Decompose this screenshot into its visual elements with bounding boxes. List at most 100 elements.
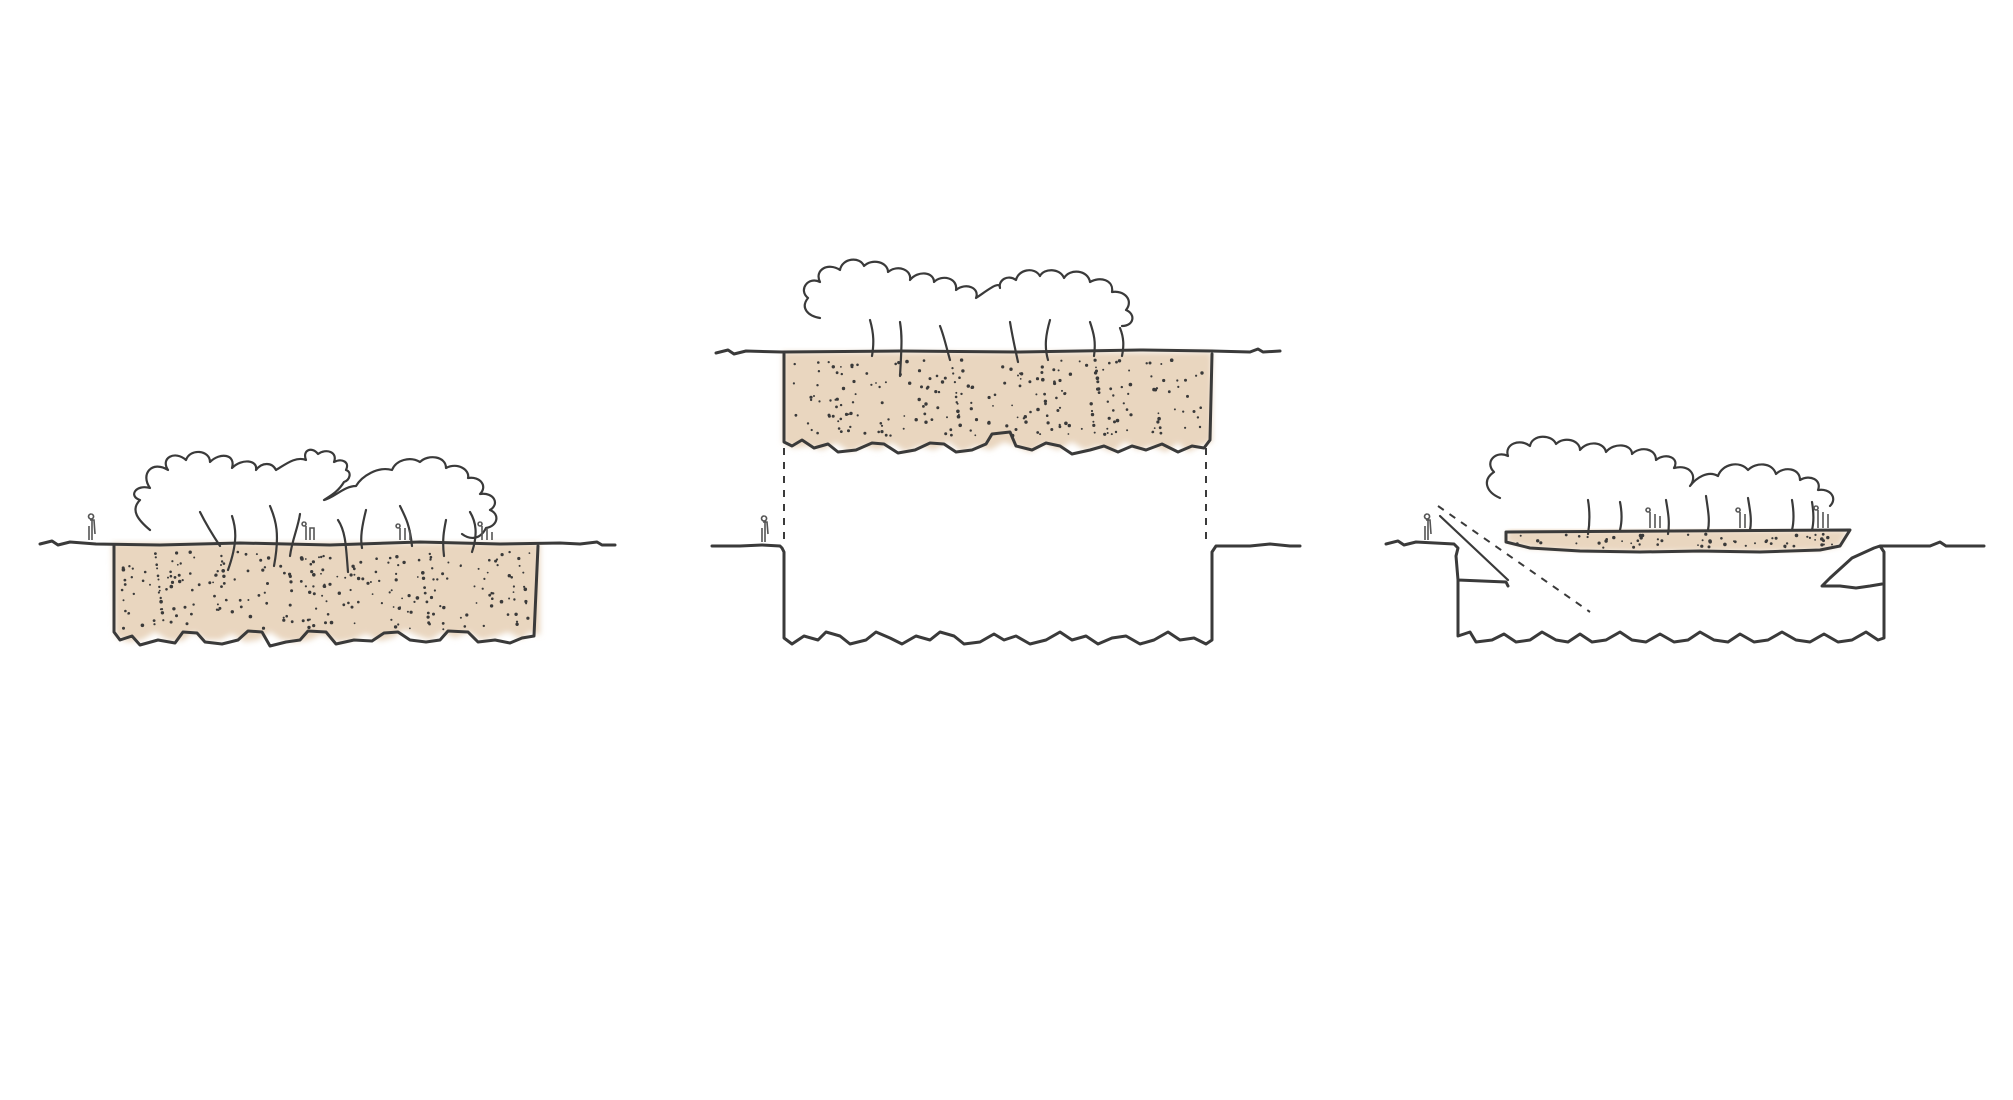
soil-texture-dot: [887, 418, 890, 421]
soil-texture-dot: [925, 386, 929, 390]
soil-texture-dot: [1754, 542, 1756, 545]
panel-1-tree-canopy: [133, 448, 498, 540]
soil-texture-dot: [230, 610, 234, 614]
soil-texture-dot: [220, 564, 222, 566]
soil-texture-dot: [1056, 409, 1060, 412]
soil-texture-dot: [337, 591, 341, 595]
soil-texture-dot: [809, 395, 813, 399]
soil-texture-dot: [395, 572, 398, 576]
panel-2-human-figure: [760, 515, 769, 542]
soil-texture-dot: [177, 573, 181, 577]
panel-2-tree-canopy: [802, 258, 1134, 328]
soil-texture-dot: [897, 361, 901, 365]
soil-texture-dot: [375, 557, 378, 560]
soil-texture-dot: [1199, 406, 1202, 410]
soil-texture-dot: [508, 597, 511, 600]
soil-texture-dot: [512, 585, 516, 588]
soil-texture-dot: [353, 622, 356, 625]
soil-texture-dot: [486, 571, 489, 574]
soil-texture-dot: [1097, 391, 1101, 394]
soil-texture-dot: [1167, 390, 1171, 394]
soil-texture-dot: [902, 427, 905, 430]
soil-texture-dot: [966, 384, 970, 388]
soil-texture-dot: [794, 413, 798, 417]
soil-texture-dot: [1019, 372, 1024, 376]
panel-3-sunken-basin: [1384, 435, 1986, 644]
soil-texture-dot: [937, 390, 941, 394]
soil-texture-dot: [944, 432, 948, 436]
soil-texture-dot: [525, 602, 528, 605]
soil-texture-dot: [526, 616, 530, 620]
soil-texture-dot: [143, 570, 147, 574]
soil-texture-dot: [442, 605, 446, 610]
soil-texture-dot: [380, 602, 383, 605]
soil-texture-dot: [311, 560, 315, 564]
soil-texture-dot: [1017, 374, 1019, 377]
soil-texture-dot: [475, 602, 478, 604]
soil-texture-dot: [1785, 542, 1789, 545]
panel-1-ground-line: [38, 539, 617, 547]
soil-texture-dot: [854, 393, 857, 396]
soil-texture-dot: [1019, 378, 1022, 380]
soil-texture-dot: [446, 577, 449, 580]
soil-texture-dot: [312, 624, 316, 628]
soil-texture-dot: [248, 614, 253, 619]
soil-texture-dot: [432, 612, 435, 616]
soil-texture-dot: [1814, 533, 1817, 537]
soil-texture-dot: [1064, 421, 1068, 426]
soil-texture-dot: [827, 361, 830, 364]
soil-texture-dot: [1184, 378, 1187, 382]
soil-texture-dot: [189, 572, 192, 575]
soil-texture-dot: [322, 554, 325, 558]
soil-texture-dot: [946, 416, 948, 419]
soil-texture-dot: [1115, 360, 1118, 364]
soil-texture-dot: [510, 576, 513, 579]
panel-3-human-figures: [1423, 505, 1829, 540]
soil-texture-dot: [1058, 406, 1062, 409]
soil-texture-dot: [122, 626, 125, 630]
soil-texture-dot: [153, 623, 156, 626]
soil-texture-dot: [1061, 389, 1063, 392]
soil-texture-dot: [1820, 537, 1824, 541]
panel-2-soil-outline: [782, 352, 1214, 456]
soil-texture-dot: [212, 581, 215, 584]
soil-texture-dot: [299, 556, 304, 560]
panel-1-raised-soil-bed: [38, 448, 617, 648]
soil-texture-dot: [374, 570, 378, 574]
soil-texture-dot: [1068, 372, 1073, 376]
soil-texture-dot: [1090, 409, 1094, 413]
soil-texture-dot: [481, 587, 484, 590]
soil-texture-dot: [496, 564, 499, 567]
soil-texture-dot: [215, 608, 219, 611]
soil-texture-dot: [356, 576, 361, 581]
soil-texture-dot: [417, 558, 421, 562]
soil-texture-dot: [523, 585, 526, 588]
soil-texture-dot: [127, 612, 130, 615]
soil-texture-dot: [880, 430, 884, 434]
soil-texture-dot: [1095, 369, 1098, 373]
soil-texture-dot: [1063, 392, 1067, 396]
soil-texture-dot: [191, 588, 194, 592]
soil-texture-dot: [328, 556, 332, 560]
soil-texture-dot: [1605, 538, 1608, 541]
soil-texture-dot: [175, 551, 179, 555]
panel-3-tree-canopy: [1485, 435, 1835, 508]
soil-texture-dot: [835, 405, 838, 409]
soil-texture-dot: [1120, 385, 1124, 389]
soil-texture-dot: [152, 619, 156, 622]
soil-texture-dot: [390, 589, 393, 592]
soil-texture-dot: [1011, 404, 1013, 407]
soil-texture-dot: [880, 401, 884, 405]
soil-texture-dot: [1198, 425, 1202, 429]
panel-1-soil-body: [112, 543, 540, 642]
soil-texture-dot: [1704, 532, 1708, 536]
soil-texture-dot: [155, 563, 158, 566]
soil-texture-dot: [257, 594, 261, 597]
soil-texture-dot: [361, 577, 365, 581]
soil-texture-dot: [289, 580, 293, 584]
soil-texture-dot: [491, 597, 494, 600]
soil-texture-dot: [1771, 537, 1774, 540]
soil-texture-dot: [1151, 431, 1154, 434]
soil-texture-dot: [875, 382, 877, 384]
soil-texture-dot: [1106, 432, 1109, 434]
